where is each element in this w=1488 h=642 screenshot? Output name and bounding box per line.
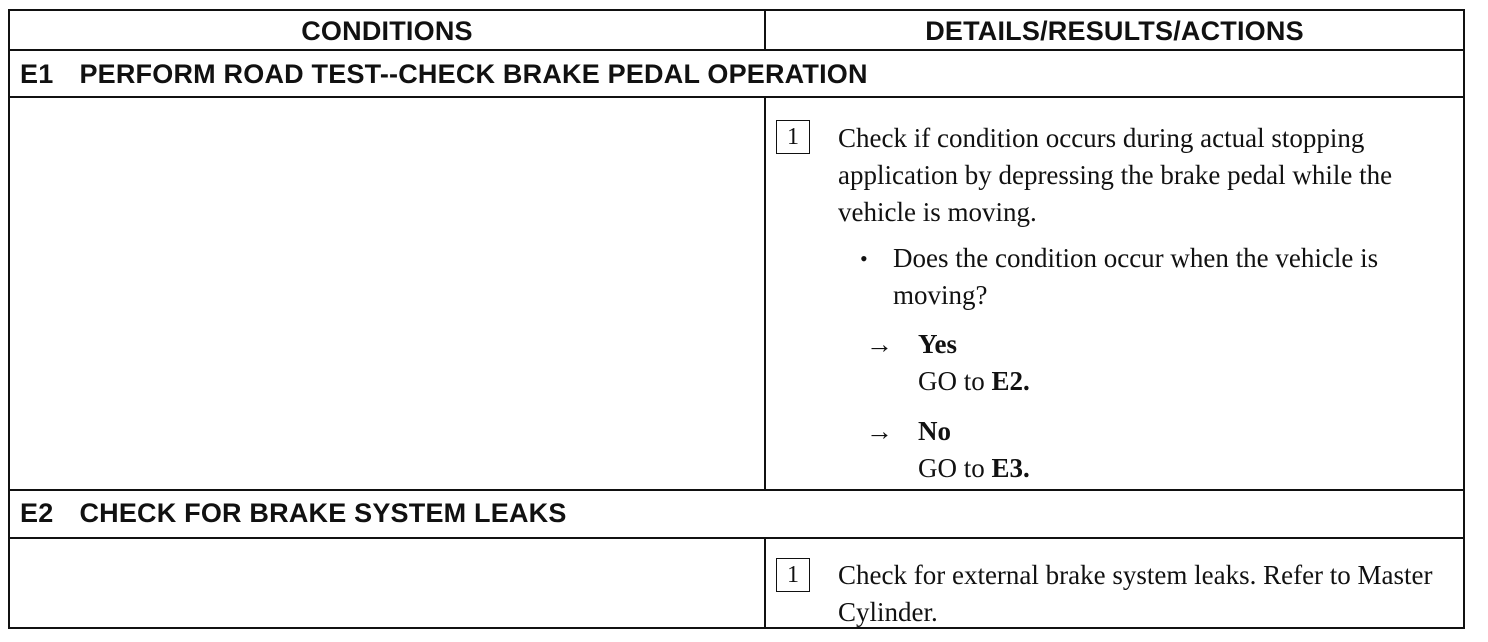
- header-column-divider: [764, 11, 766, 50]
- e1-section-divider: [8, 489, 1465, 491]
- answer-yes-goto-target: E2.: [991, 366, 1030, 396]
- step-e1-action-number: 1: [776, 120, 810, 154]
- step-e2-id: E2: [20, 497, 54, 528]
- step-e1-id: E1: [20, 58, 54, 89]
- step-e2-action-text: Check for external brake system leaks. R…: [838, 560, 1433, 627]
- e2-title-divider: [8, 537, 1465, 539]
- step-e1-answer-yes: → Yes GO to E2.: [866, 326, 1030, 400]
- bullet-icon: •: [860, 246, 868, 271]
- e2-column-divider: [764, 538, 766, 628]
- answer-no-goto-target: E3.: [991, 453, 1030, 483]
- step-e1-answer-no: → No GO to E3.: [866, 413, 1030, 487]
- arrow-right-icon: →: [866, 329, 893, 359]
- step-e2-action-number: 1: [776, 558, 810, 592]
- e1-column-divider: [764, 97, 766, 490]
- step-e2-title: CHECK FOR BRAKE SYSTEM LEAKS: [79, 497, 567, 528]
- step-e1-title: PERFORM ROAD TEST--CHECK BRAKE PEDAL OPE…: [79, 58, 868, 89]
- step-e1-question: • Does the condition occur when the vehi…: [860, 240, 1450, 314]
- answer-no-label: No: [918, 416, 951, 446]
- table-border: [8, 9, 1465, 629]
- answer-yes-goto: GO to E2.: [918, 366, 1030, 396]
- header-conditions: CONDITIONS: [301, 15, 473, 46]
- e1-title-divider: [8, 96, 1465, 98]
- step-e1-question-text: Does the condition occur when the vehicl…: [893, 243, 1379, 310]
- arrow-right-icon: →: [866, 416, 893, 446]
- step-e1-action-text: Check if condition occurs during actual …: [838, 123, 1393, 227]
- step-e1-title-row: E1 PERFORM ROAD TEST--CHECK BRAKE PEDAL …: [20, 54, 868, 94]
- answer-no-goto: GO to E3.: [918, 453, 1030, 483]
- header-divider: [8, 49, 1465, 51]
- answer-yes-label: Yes: [918, 329, 957, 359]
- step-e2-title-row: E2 CHECK FOR BRAKE SYSTEM LEAKS: [20, 493, 567, 533]
- header-details: DETAILS/RESULTS/ACTIONS: [925, 15, 1304, 46]
